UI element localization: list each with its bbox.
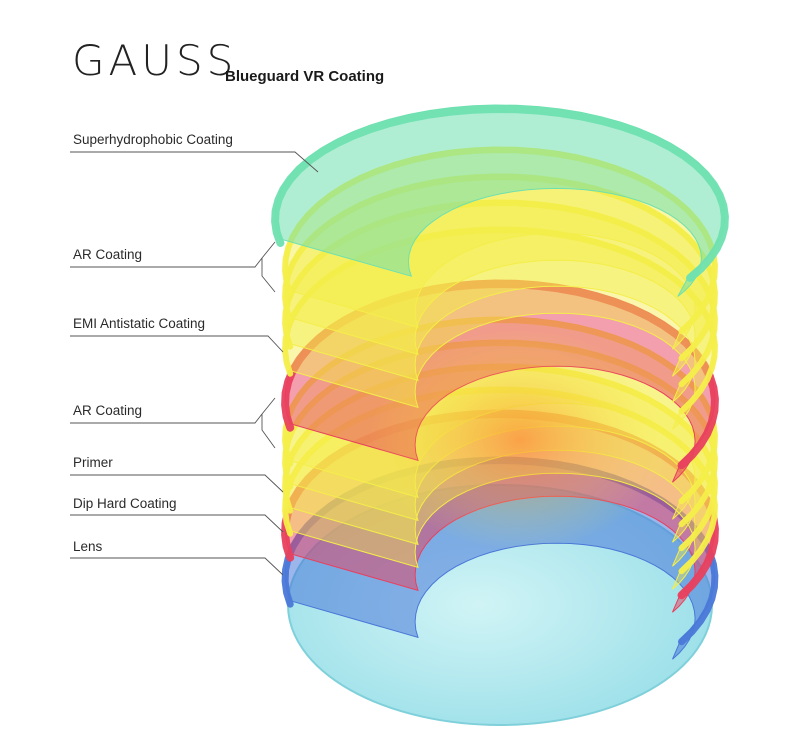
label-ar-coating-bottom: AR Coating bbox=[73, 403, 143, 418]
label-ar-coating-top: AR Coating bbox=[73, 247, 143, 262]
emi-antistatic-layer-edge bbox=[281, 279, 719, 470]
label-primer: Primer bbox=[73, 455, 113, 470]
layers-group bbox=[271, 104, 729, 726]
product-title: Blueguard VR Coating bbox=[225, 68, 385, 85]
label-superhydrophobic: Superhydrophobic Coating bbox=[73, 132, 233, 147]
leader-superhydrophobic bbox=[70, 151, 319, 173]
superhydrophobic-layer-edge bbox=[271, 104, 729, 282]
leader-dip-hard bbox=[70, 514, 284, 533]
leader-ar-top bbox=[70, 241, 276, 293]
leader-lines bbox=[70, 151, 319, 576]
leader-primer bbox=[70, 474, 284, 493]
leader-lens bbox=[70, 557, 284, 576]
gauss-logo: GAUSS bbox=[72, 36, 238, 85]
leader-ar-bottom bbox=[70, 397, 276, 449]
leader-emi bbox=[70, 335, 284, 353]
label-lens: Lens bbox=[73, 539, 103, 554]
label-emi-antistatic: EMI Antistatic Coating bbox=[73, 316, 206, 331]
label-dip-hard-coating: Dip Hard Coating bbox=[73, 496, 177, 511]
center-glow bbox=[370, 330, 670, 550]
superhydrophobic-layer bbox=[271, 104, 729, 297]
